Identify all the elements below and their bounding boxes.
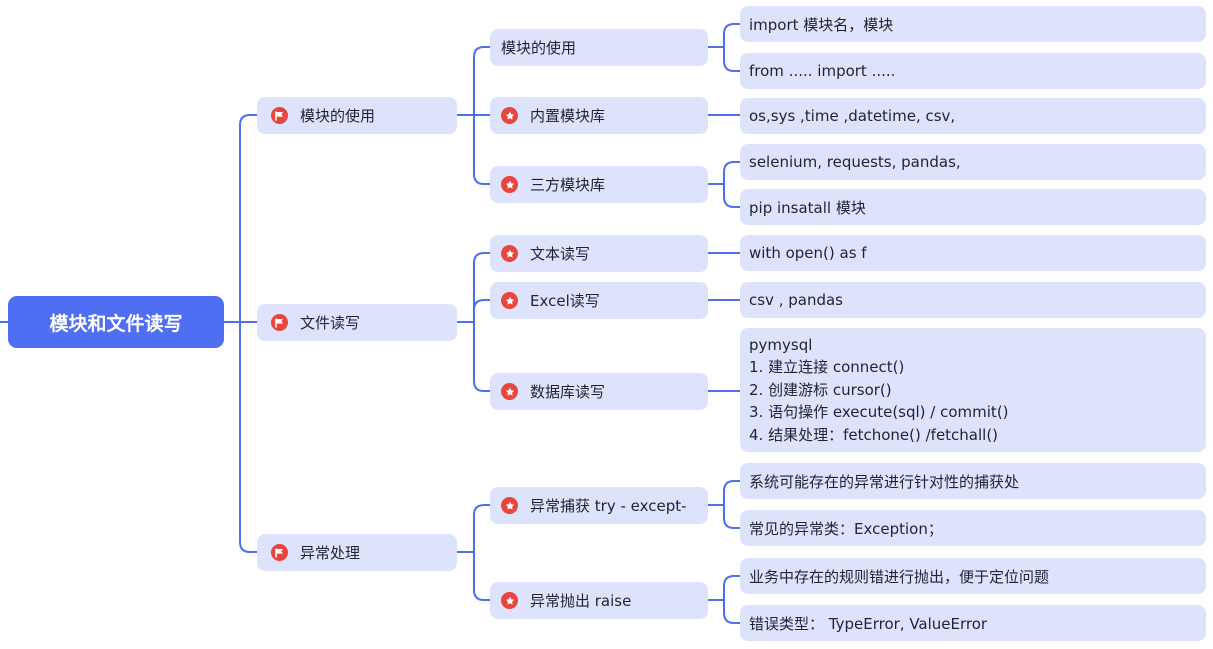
file-connector-branch: [473, 321, 491, 392]
leaf-csv-pandas[interactable]: csv , pandas: [740, 282, 1206, 318]
third-party-connector-branch: [723, 183, 741, 208]
root-connector-branch: [239, 321, 258, 553]
sub-label: 文本读写: [530, 245, 591, 263]
leaf-label: with open() as f: [749, 244, 867, 262]
leaf-label: csv , pandas: [749, 291, 843, 309]
leaf-label: from ..... import .....: [749, 62, 896, 80]
sub-third-party-modules[interactable]: 三方模块库: [490, 166, 708, 203]
branch-label: 文件读写: [300, 314, 361, 332]
branch-file-io[interactable]: 文件读写: [257, 304, 457, 341]
sub-label: 内置模块库: [530, 107, 606, 125]
flag-icon: [271, 107, 288, 124]
catch-connector-branch: [723, 480, 741, 506]
root-connector-branch: [239, 114, 258, 323]
module-connector-branch: [473, 46, 491, 116]
sub-label: 三方模块库: [530, 176, 606, 194]
raise-connector-branch: [723, 599, 741, 624]
leaf-pip-install[interactable]: pip insatall 模块: [740, 189, 1206, 225]
sub-excel-io[interactable]: Excel读写: [490, 282, 708, 319]
raise-connector-branch: [723, 575, 741, 601]
leaf-raise-business-errors[interactable]: 业务中存在的规则错进行抛出，便于定位问题: [740, 558, 1206, 594]
file-connector-branch: [473, 299, 491, 323]
leaf-third-party-list[interactable]: selenium, requests, pandas,: [740, 144, 1206, 180]
leaf-label: selenium, requests, pandas,: [749, 153, 961, 171]
leaf-common-exceptions[interactable]: 常见的异常类：Exception；: [740, 510, 1206, 546]
branch-label: 异常处理: [300, 544, 361, 562]
exception-connector-branch: [473, 551, 491, 601]
star-icon: [501, 176, 518, 193]
leaf-builtin-list[interactable]: os,sys ,time ,datetime, csv,: [740, 98, 1206, 134]
file-connector-branch: [473, 252, 491, 323]
third-party-connector-branch: [723, 161, 741, 185]
root-label: 模块和文件读写: [49, 312, 183, 335]
leaf-label: 常见的异常类：Exception；: [749, 519, 943, 538]
sub-exception-raise[interactable]: 异常抛出 raise: [490, 582, 708, 619]
sub-label: 数据库读写: [530, 383, 606, 401]
module-usage-connector-branch: [723, 23, 741, 48]
branch-exception-handling[interactable]: 异常处理: [257, 534, 457, 571]
leaf-import[interactable]: import 模块名，模块: [740, 6, 1206, 42]
catch-connector-branch: [723, 504, 741, 529]
star-icon: [501, 107, 518, 124]
leaf-label: 错误类型： TypeError, ValueError: [749, 614, 988, 633]
star-icon: [501, 292, 518, 309]
leaf-label: 系统可能存在的异常进行针对性的捕获处: [749, 472, 1020, 491]
leaf-pymysql-steps[interactable]: pymysql 1. 建立连接 connect() 2. 创建游标 cursor…: [740, 328, 1206, 452]
root-node[interactable]: 模块和文件读写: [8, 296, 224, 348]
flag-icon: [271, 544, 288, 561]
leaf-error-types[interactable]: 错误类型： TypeError, ValueError: [740, 605, 1206, 641]
star-icon: [501, 245, 518, 262]
leaf-line: 3. 语句操作 execute(sql) / commit(): [749, 403, 1009, 422]
leaf-line: 4. 结果处理：fetchone() /fetchall(): [749, 425, 999, 444]
leaf-label: os,sys ,time ,datetime, csv,: [749, 107, 956, 125]
sub-exception-catch[interactable]: 异常捕获 try - except-: [490, 487, 708, 524]
star-icon: [501, 592, 518, 609]
star-icon: [501, 497, 518, 514]
exception-connector-branch: [473, 504, 491, 553]
flag-icon: [271, 314, 288, 331]
leaf-targeted-catch[interactable]: 系统可能存在的异常进行针对性的捕获处: [740, 463, 1206, 499]
star-icon: [501, 383, 518, 400]
sub-label: 异常抛出 raise: [530, 592, 632, 610]
sub-text-io[interactable]: 文本读写: [490, 235, 708, 272]
leaf-label: 业务中存在的规则错进行抛出，便于定位问题: [749, 567, 1050, 586]
sub-label: 异常捕获 try - except-: [530, 497, 687, 515]
sub-module-usage[interactable]: 模块的使用: [490, 29, 708, 66]
leaf-label: pip insatall 模块: [749, 198, 866, 217]
leaf-label: import 模块名，模块: [749, 15, 894, 34]
leaf-with-open[interactable]: with open() as f: [740, 235, 1206, 271]
branch-module-usage[interactable]: 模块的使用: [257, 97, 457, 134]
leaf-line: 1. 建立连接 connect(): [749, 358, 905, 377]
leaf-line: 2. 创建游标 cursor(): [749, 380, 892, 399]
leaf-from-import[interactable]: from ..... import .....: [740, 53, 1206, 89]
module-usage-connector-branch: [723, 46, 741, 72]
sub-label: Excel读写: [530, 292, 600, 310]
sub-builtin-modules[interactable]: 内置模块库: [490, 97, 708, 134]
sub-label: 模块的使用: [501, 39, 577, 57]
sub-database-io[interactable]: 数据库读写: [490, 373, 708, 410]
branch-label: 模块的使用: [300, 107, 376, 125]
leaf-line: pymysql: [749, 335, 813, 354]
module-connector-branch: [473, 114, 491, 185]
